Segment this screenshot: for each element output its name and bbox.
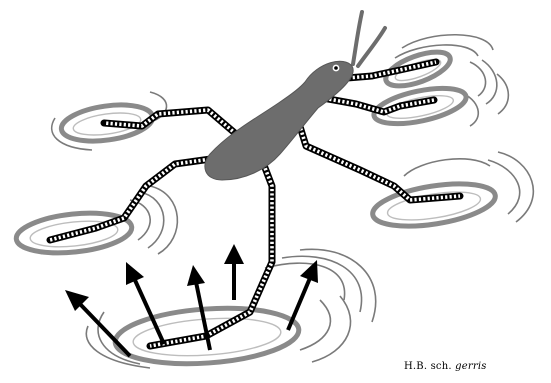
antenna-right [356,26,387,68]
arrow-5 [286,260,318,331]
caption-genus: gerris [455,361,487,372]
arrow-3 [187,265,212,351]
leg-hind [146,156,276,350]
leg-rear-right [294,116,464,204]
arrow-1 [65,290,132,358]
thorax-abdomen [204,60,354,181]
antenna-left [351,10,364,66]
leg-mid-right [308,92,438,116]
caption-prefix: H.B. sch. [404,361,452,372]
legs [46,58,464,350]
insect-body [204,10,387,181]
pads [13,49,498,367]
species-caption: H.B. sch. gerris [404,361,487,372]
leg-rear-left [46,154,222,244]
leg-front-left [100,106,240,138]
arrow-4 [224,244,244,300]
arrow-2 [126,262,166,345]
force-arrows [65,244,318,358]
